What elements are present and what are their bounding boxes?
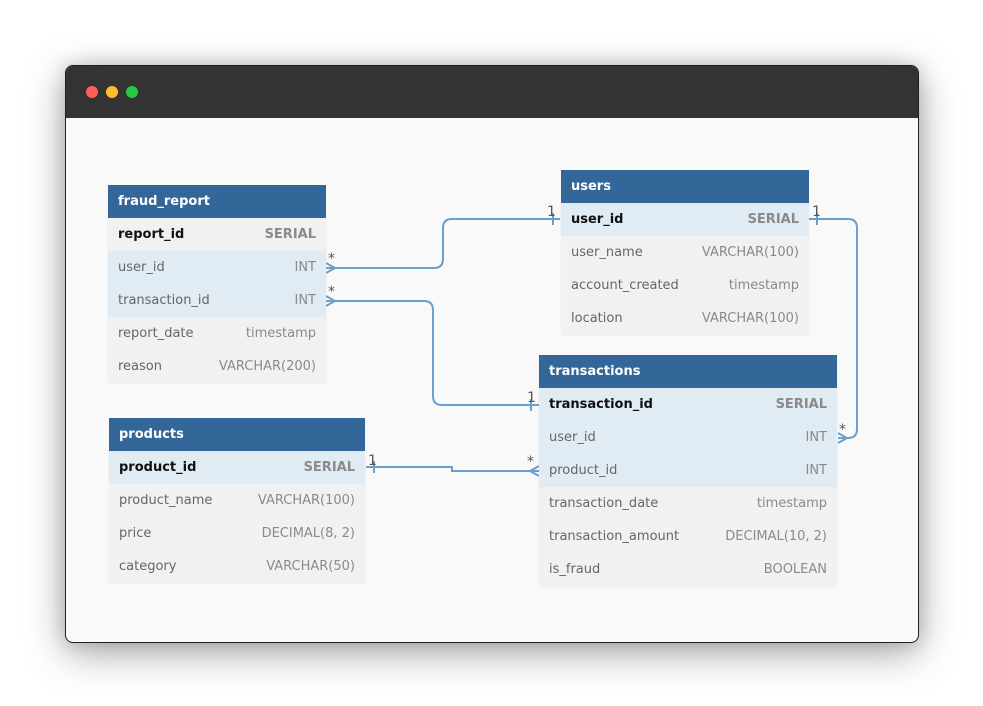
column-name: category [119, 559, 177, 574]
table-row[interactable]: user_id INT [539, 421, 837, 454]
table-row[interactable]: product_id INT [539, 454, 837, 487]
column-type: SERIAL [264, 227, 316, 242]
table-row[interactable]: account_created timestamp [561, 269, 809, 302]
column-name: transaction_amount [549, 529, 680, 544]
column-name: transaction_id [549, 397, 653, 412]
column-type: SERIAL [303, 460, 355, 475]
column-type: SERIAL [747, 212, 799, 227]
column-type: DECIMAL(8, 2) [261, 526, 355, 541]
close-window-icon[interactable] [86, 86, 98, 98]
table-products[interactable]: products product_id SERIAL product_name … [109, 418, 365, 583]
column-name: user_id [571, 212, 624, 227]
column-type: VARCHAR(100) [701, 311, 799, 326]
table-row[interactable]: user_id SERIAL [561, 203, 809, 236]
column-type: timestamp [756, 496, 827, 511]
column-name: report_date [118, 326, 194, 341]
table-row[interactable]: transaction_date timestamp [539, 487, 837, 520]
table-header[interactable]: fraud_report [108, 185, 326, 218]
table-transactions[interactable]: transactions transaction_id SERIAL user_… [539, 355, 837, 586]
maximize-window-icon[interactable] [126, 86, 138, 98]
table-row[interactable]: category VARCHAR(50) [109, 550, 365, 583]
column-name: price [119, 526, 152, 541]
column-type: VARCHAR(100) [701, 245, 799, 260]
column-type: BOOLEAN [763, 562, 827, 577]
column-type: timestamp [245, 326, 316, 341]
column-type: INT [294, 260, 317, 275]
column-name: user_name [571, 245, 643, 260]
table-row[interactable]: user_id INT [108, 251, 326, 284]
table-header[interactable]: products [109, 418, 365, 451]
table-header[interactable]: users [561, 170, 809, 203]
table-header[interactable]: transactions [539, 355, 837, 388]
table-row[interactable]: transaction_id SERIAL [539, 388, 837, 421]
column-type: INT [805, 463, 828, 478]
table-row[interactable]: reason VARCHAR(200) [108, 350, 326, 383]
table-row[interactable]: is_fraud BOOLEAN [539, 553, 837, 586]
window-titlebar [66, 66, 918, 118]
table-row[interactable]: product_name VARCHAR(100) [109, 484, 365, 517]
column-name: is_fraud [549, 562, 601, 577]
table-row[interactable]: transaction_amount DECIMAL(10, 2) [539, 520, 837, 553]
column-type: SERIAL [775, 397, 827, 412]
column-name: product_id [119, 460, 197, 475]
column-name: location [571, 311, 623, 326]
column-name: account_created [571, 278, 679, 293]
minimize-window-icon[interactable] [106, 86, 118, 98]
column-name: reason [118, 359, 162, 374]
column-name: transaction_date [549, 496, 659, 511]
column-type: VARCHAR(100) [257, 493, 355, 508]
column-type: VARCHAR(50) [266, 559, 355, 574]
table-row[interactable]: report_id SERIAL [108, 218, 326, 251]
table-row[interactable]: location VARCHAR(100) [561, 302, 809, 335]
table-row[interactable]: user_name VARCHAR(100) [561, 236, 809, 269]
column-type: DECIMAL(10, 2) [725, 529, 827, 544]
column-name: product_id [549, 463, 618, 478]
column-type: VARCHAR(200) [218, 359, 316, 374]
column-name: user_id [549, 430, 596, 445]
table-row[interactable]: product_id SERIAL [109, 451, 365, 484]
column-type: INT [805, 430, 828, 445]
table-row[interactable]: transaction_id INT [108, 284, 326, 317]
column-type: INT [294, 293, 317, 308]
column-type: timestamp [728, 278, 799, 293]
column-name: report_id [118, 227, 185, 242]
table-row[interactable]: price DECIMAL(8, 2) [109, 517, 365, 550]
table-row[interactable]: report_date timestamp [108, 317, 326, 350]
column-name: user_id [118, 260, 165, 275]
column-name: product_name [119, 493, 213, 508]
table-users[interactable]: users user_id SERIAL user_name VARCHAR(1… [561, 170, 809, 335]
table-fraud-report[interactable]: fraud_report report_id SERIAL user_id IN… [108, 185, 326, 383]
column-name: transaction_id [118, 293, 210, 308]
